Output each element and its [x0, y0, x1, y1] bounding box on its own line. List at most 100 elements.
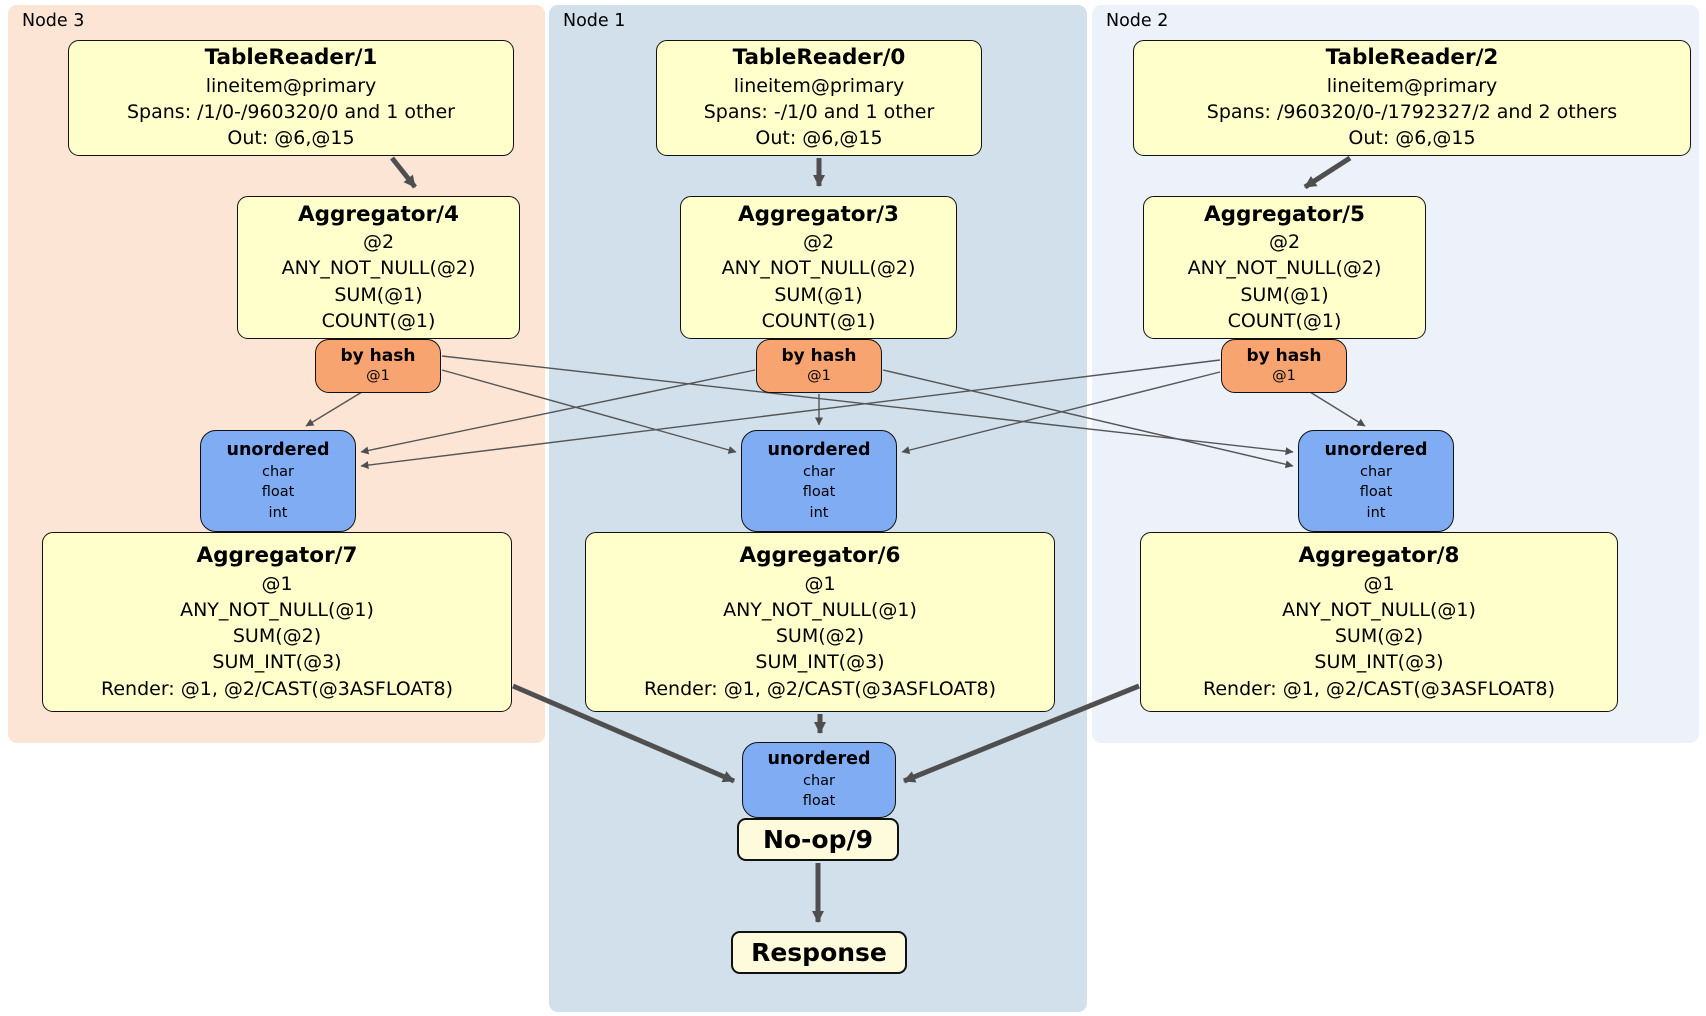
agg-line: SUM(@1) [774, 283, 863, 306]
node3-label: Node 3 [22, 11, 85, 31]
box-title: Aggregator/8 [1298, 543, 1460, 569]
box-title: No-op/9 [762, 825, 874, 854]
router-title: by hash [340, 345, 416, 366]
sync-title: unordered [767, 439, 871, 460]
edge-hash3-unordered3 [305, 391, 363, 427]
render-line: Render: @1, @2/CAST(@3ASFLOAT8) [101, 677, 453, 700]
render-line: Render: @1, @2/CAST(@3ASFLOAT8) [644, 677, 996, 700]
index-line: lineitem@primary [733, 74, 905, 97]
router-key: @1 [366, 368, 390, 385]
agg-line: SUM(@1) [1240, 283, 1329, 306]
edge-hash2-unordered3 [360, 359, 1221, 470]
agg-line: SUM(@2) [775, 625, 865, 648]
agg-line: COUNT(@1) [321, 309, 436, 332]
edge-hash2-unordered1 [901, 371, 1221, 455]
group-line: @1 [1363, 572, 1395, 595]
tablereader-1-box: TableReader/1 lineitem@primary Spans: /1… [68, 40, 514, 156]
col-type: char [1359, 463, 1392, 480]
router-title: by hash [1246, 345, 1322, 366]
unordered-sync-final: unordered char float [742, 742, 896, 818]
router-key: @1 [807, 368, 831, 385]
render-line: Render: @1, @2/CAST(@3ASFLOAT8) [1203, 677, 1555, 700]
box-title: Response [751, 938, 887, 967]
box-title: TableReader/1 [204, 45, 378, 71]
aggregator-5-box: Aggregator/5 @2 ANY_NOT_NULL(@2) SUM(@1)… [1143, 196, 1426, 339]
spans-line: Spans: /960320/0-/1792327/2 and 2 others [1206, 101, 1618, 124]
index-line: lineitem@primary [1326, 74, 1498, 97]
unordered-sync-node3: unordered char float int [200, 430, 356, 532]
group-line: @2 [362, 231, 395, 254]
col-type: int [809, 504, 829, 521]
index-line: lineitem@primary [205, 74, 377, 97]
agg-line: ANY_NOT_NULL(@1) [1282, 598, 1476, 621]
noop-9-box: No-op/9 [737, 818, 899, 861]
box-title: Aggregator/4 [298, 201, 459, 227]
box-title: Aggregator/5 [1204, 201, 1365, 227]
spans-line: Spans: -/1/0 and 1 other [703, 101, 935, 124]
edge-agg8-unordered-final [903, 683, 1140, 784]
col-type: char [802, 463, 835, 480]
box-title: Aggregator/7 [196, 543, 358, 569]
response-box: Response [731, 931, 907, 974]
agg-line: SUM_INT(@3) [1314, 651, 1444, 674]
agg-line: ANY_NOT_NULL(@2) [281, 257, 476, 280]
sync-title: unordered [226, 439, 330, 460]
agg-line: ANY_NOT_NULL(@2) [1187, 257, 1382, 280]
agg-line: ANY_NOT_NULL(@1) [723, 598, 917, 621]
col-type: int [1366, 504, 1386, 521]
box-title: TableReader/0 [732, 45, 906, 71]
edge-tr2-agg5 [1303, 155, 1352, 190]
col-type: char [261, 463, 294, 480]
agg-line: ANY_NOT_NULL(@1) [180, 598, 374, 621]
agg-line: ANY_NOT_NULL(@2) [721, 257, 916, 280]
aggregator-3-box: Aggregator/3 @2 ANY_NOT_NULL(@2) SUM(@1)… [680, 196, 957, 339]
col-type: float [802, 793, 836, 810]
edge-hash1-unordered3 [360, 369, 756, 455]
out-line: Out: @6,@15 [227, 127, 355, 150]
edge-agg7-unordered-final [512, 683, 735, 784]
group-line: @1 [261, 572, 293, 595]
col-type: float [802, 484, 836, 501]
by-hash-router-node3: by hash @1 [315, 339, 441, 393]
agg-line: SUM(@2) [232, 625, 322, 648]
aggregator-6-box: Aggregator/6 @1 ANY_NOT_NULL(@1) SUM(@2)… [585, 532, 1055, 712]
edge-hash1-unordered2 [882, 369, 1294, 469]
node1-label: Node 1 [563, 11, 626, 31]
group-line: @1 [804, 572, 836, 595]
sync-title: unordered [767, 749, 871, 770]
col-type: float [1359, 484, 1393, 501]
agg-line: SUM_INT(@3) [212, 651, 342, 674]
edge-hash3-unordered1 [441, 369, 737, 454]
out-line: Out: @6,@15 [1348, 127, 1476, 150]
aggregator-8-box: Aggregator/8 @1 ANY_NOT_NULL(@1) SUM(@2)… [1140, 532, 1618, 712]
aggregator-4-box: Aggregator/4 @2 ANY_NOT_NULL(@2) SUM(@1)… [237, 196, 520, 339]
col-type: float [261, 484, 295, 501]
col-type: char [802, 772, 835, 789]
out-line: Out: @6,@15 [755, 127, 883, 150]
spans-line: Spans: /1/0-/960320/0 and 1 other [127, 101, 455, 124]
agg-line: SUM(@1) [334, 283, 423, 306]
box-title: TableReader/2 [1325, 45, 1499, 71]
edge-tr1-agg4 [390, 156, 417, 189]
unordered-sync-node2: unordered char float int [1298, 430, 1454, 532]
agg-line: SUM_INT(@3) [755, 651, 885, 674]
agg-line: SUM(@2) [1334, 625, 1424, 648]
node2-label: Node 2 [1106, 11, 1169, 31]
col-type: int [268, 504, 288, 521]
by-hash-router-node2: by hash @1 [1221, 339, 1347, 393]
by-hash-router-node1: by hash @1 [756, 339, 882, 393]
tablereader-0-box: TableReader/0 lineitem@primary Spans: -/… [656, 40, 982, 156]
group-line: @2 [1268, 231, 1301, 254]
box-title: Aggregator/6 [739, 543, 901, 569]
tablereader-2-box: TableReader/2 lineitem@primary Spans: /9… [1133, 40, 1691, 156]
edge-hash2-unordered2 [1309, 391, 1366, 427]
agg-line: COUNT(@1) [761, 309, 876, 332]
aggregator-7-box: Aggregator/7 @1 ANY_NOT_NULL(@1) SUM(@2)… [42, 532, 512, 712]
unordered-sync-node1: unordered char float int [741, 430, 897, 532]
box-title: Aggregator/3 [738, 201, 899, 227]
group-line: @2 [802, 231, 835, 254]
sync-title: unordered [1324, 439, 1428, 460]
agg-line: COUNT(@1) [1227, 309, 1342, 332]
router-title: by hash [781, 345, 857, 366]
